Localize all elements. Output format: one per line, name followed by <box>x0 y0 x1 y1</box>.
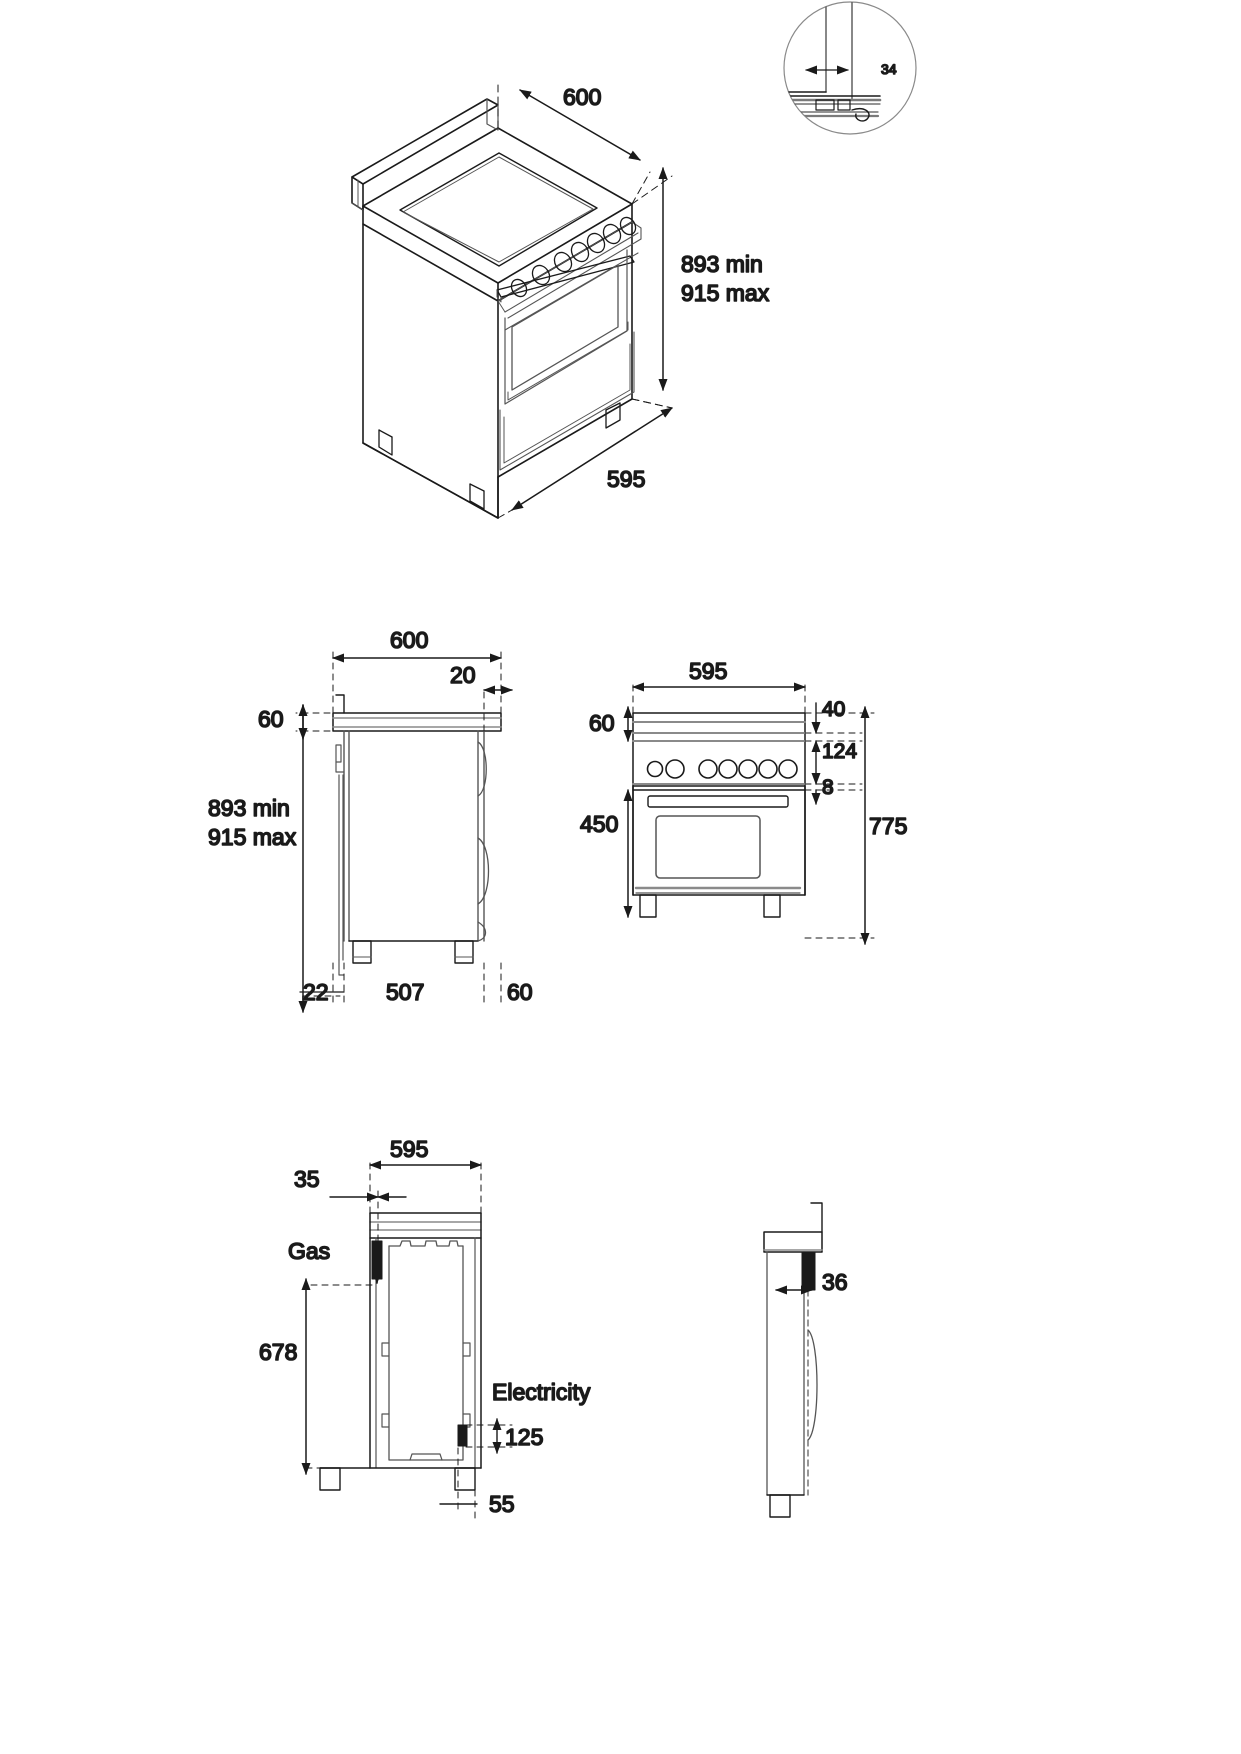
dim-label-front-124: 124 <box>822 740 857 763</box>
gas-callout: Gas <box>287 1237 382 1284</box>
isometric-knobs <box>510 216 637 298</box>
dim-front-775: 775 <box>804 706 908 945</box>
dim-front-450: 450 <box>579 789 633 918</box>
electricity-callout: Electricity 125 <box>465 1378 592 1454</box>
isometric-view: 600 893 min 915 max 595 <box>351 82 771 519</box>
dim-label-rear-55: 55 <box>489 1491 515 1517</box>
dim-label-front-595: 595 <box>689 658 727 684</box>
dim-label-front-40: 40 <box>822 698 845 721</box>
dim-label-front-8: 8 <box>822 776 834 799</box>
dim-label-side-22: 22 <box>303 979 329 1005</box>
dim-side-20: 20 <box>449 661 513 732</box>
dim-rear-35: 35 <box>293 1165 407 1242</box>
dim-iso-width-600: 600 <box>497 82 651 205</box>
dim-label-front-775: 775 <box>869 813 907 839</box>
detail-callout: 34 <box>783 1 917 135</box>
dim-rear-55: 55 <box>439 1447 515 1519</box>
dim-iso-depth-595: 595 <box>497 398 673 519</box>
dim-label-side-conn-36: 36 <box>822 1269 848 1295</box>
dim-front-595: 595 <box>632 657 806 714</box>
dim-iso-height: 893 min 915 max <box>631 167 771 409</box>
dim-label-front-450: 450 <box>580 811 618 837</box>
dim-label-side-60-rear: 60 <box>507 979 533 1005</box>
dim-side-600: 600 <box>332 626 502 714</box>
dim-label-front-60: 60 <box>589 710 615 736</box>
dim-label-side-height-min: 893 min <box>208 795 290 821</box>
dim-label-electricity-125: 125 <box>505 1424 543 1450</box>
dim-label-rear-595: 595 <box>390 1136 428 1162</box>
front-knobs <box>646 759 798 779</box>
dim-label-side-20: 20 <box>450 662 476 688</box>
rear-connections-view: 595 35 Gas 678 Electricity 125 <box>258 1135 592 1519</box>
dim-side-conn-36: 36 <box>775 1268 848 1296</box>
dim-label-side-60-top: 60 <box>258 706 284 732</box>
dim-side-bottom: 22 507 60 <box>299 962 533 1006</box>
label-gas: Gas <box>288 1238 330 1264</box>
dim-front-right-stack: 40 124 8 <box>804 697 863 805</box>
dim-label-rear-678: 678 <box>259 1339 297 1365</box>
dim-label-side-507: 507 <box>386 979 424 1005</box>
dim-label-rear-35: 35 <box>294 1166 320 1192</box>
dim-label-side-height-max: 915 max <box>208 824 297 850</box>
dim-label-iso-depth: 595 <box>607 466 645 492</box>
dim-rear-595: 595 <box>369 1135 482 1214</box>
dim-label-detail-34: 34 <box>881 61 897 77</box>
dim-label-iso-height-max: 915 max <box>681 280 770 306</box>
dim-front-60: 60 <box>588 706 633 742</box>
dim-side-60-top: 60 <box>257 704 331 740</box>
side-connections-view: 36 <box>763 1202 848 1518</box>
label-electricity: Electricity <box>492 1379 591 1405</box>
dim-rear-678: 678 <box>258 1278 456 1475</box>
dim-label-side-600: 600 <box>390 627 428 653</box>
side-view: 600 20 60 893 min 915 max <box>207 626 533 1013</box>
dim-label-iso-height-min: 893 min <box>681 251 763 277</box>
dim-detail-34: 34 <box>805 60 898 78</box>
dim-label-iso-width: 600 <box>563 84 601 110</box>
front-view: 595 60 40 124 8 450 <box>579 657 908 945</box>
dim-side-height: 893 min 915 max <box>207 704 341 1013</box>
